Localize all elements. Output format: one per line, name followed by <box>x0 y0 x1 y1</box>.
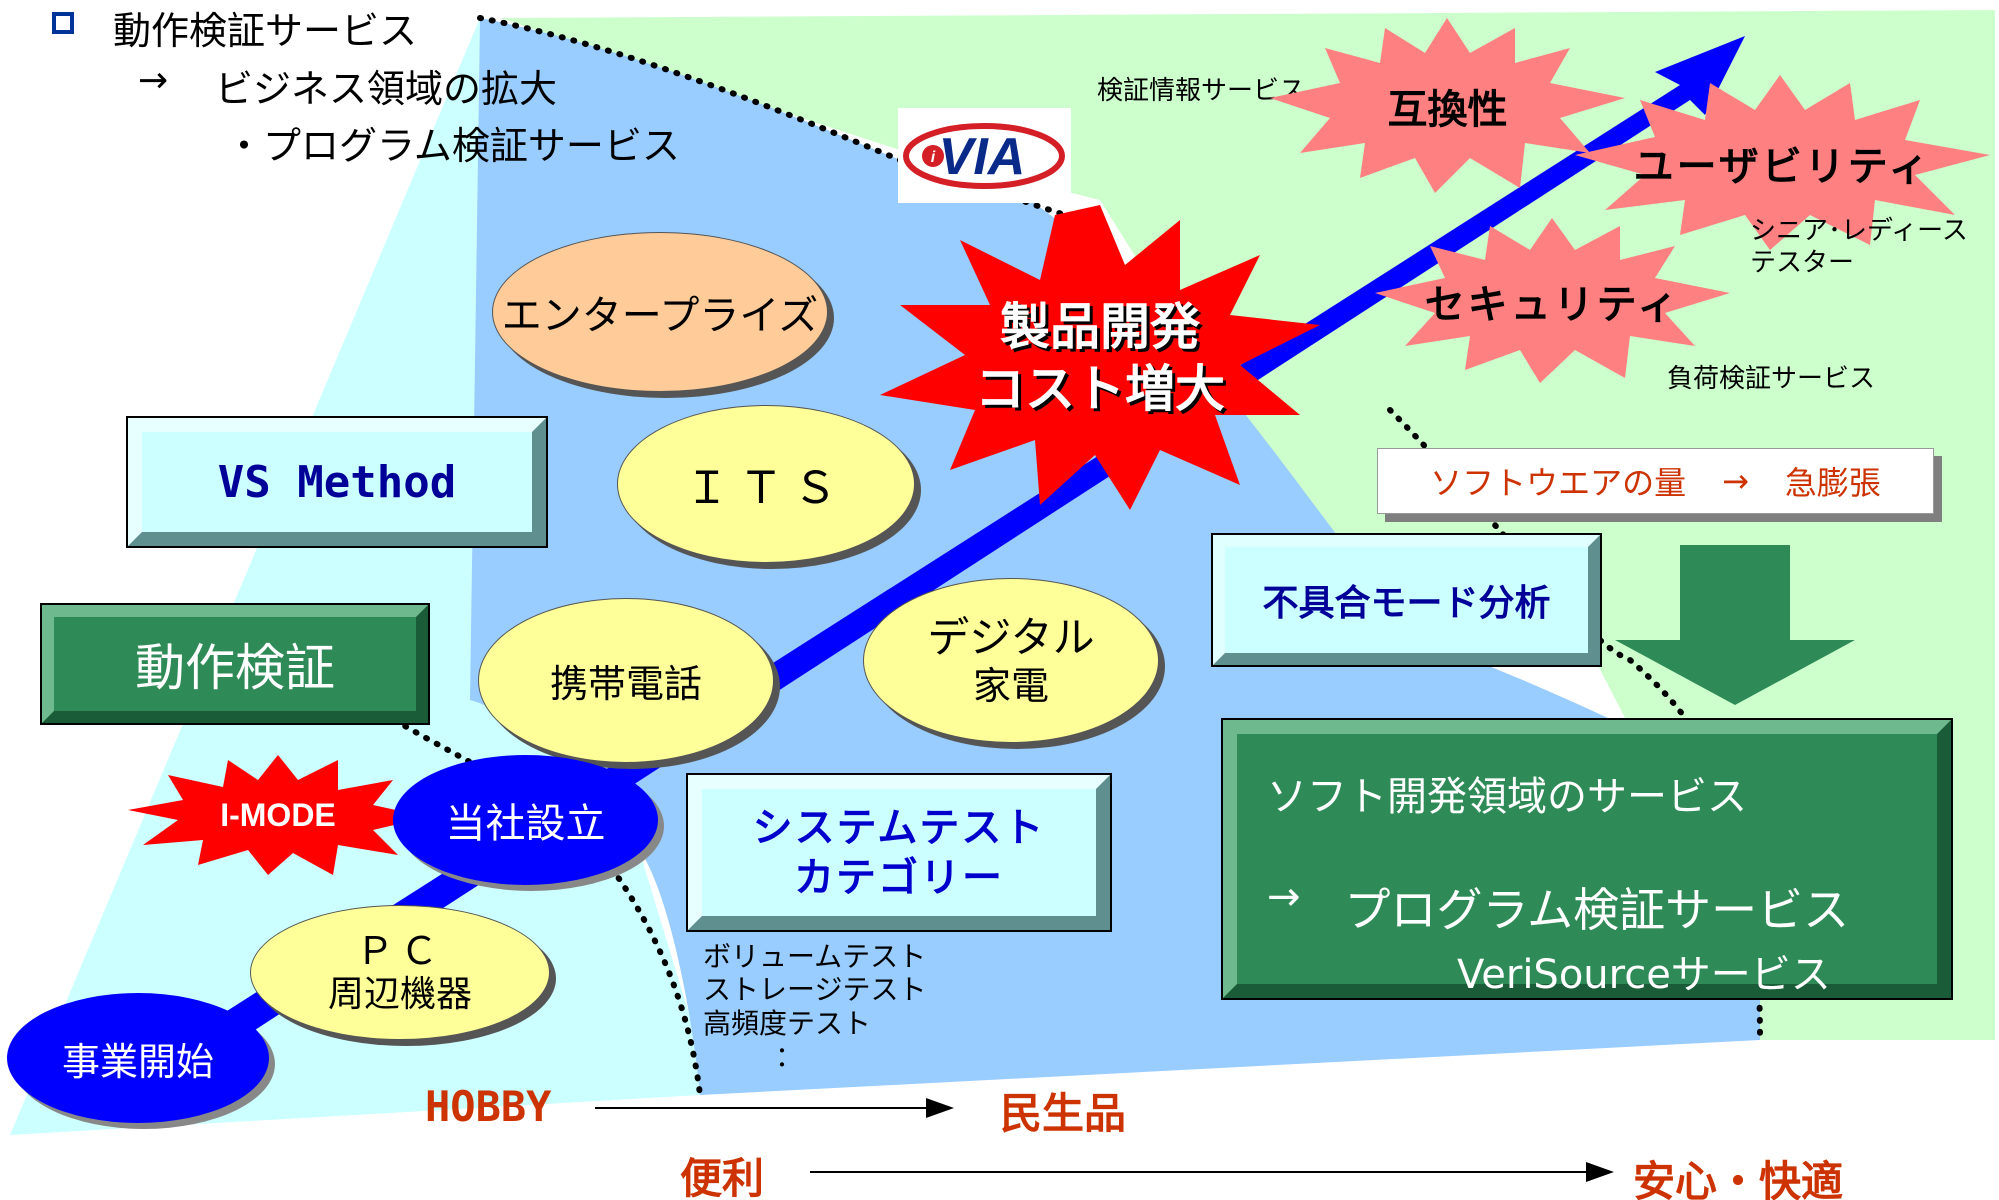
hobby-label: HOBBY <box>425 1082 552 1131</box>
its-label: ＩＴＳ <box>685 463 847 514</box>
service-line2: プログラム検証サービス <box>1344 883 1850 937</box>
digital-ellipse: デジタル 家電 <box>863 578 1159 743</box>
load-test-label: 負荷検証サービス <box>1667 364 1876 394</box>
software-volume-box: ソフトウエアの量 → 急膨張 <box>1377 448 1934 514</box>
service-box: ソフト開発領域のサービス → プログラム検証サービス VeriSourceサービ… <box>1221 718 1953 1000</box>
usability-label: ユーザビリティ <box>1633 143 1932 190</box>
security-label: セキュリティ <box>1424 281 1681 328</box>
its-ellipse: ＩＴＳ <box>617 405 915 563</box>
cost-star: 製品開発 コスト増大 <box>880 205 1320 510</box>
enterprise-label: エンタープライズ <box>501 293 819 339</box>
system-test-line1: システムテスト <box>752 804 1046 851</box>
vs-method-box: VS Method <box>126 416 548 548</box>
dousa-kensho-label: 動作検証 <box>135 639 335 697</box>
bullet-square-icon <box>52 12 74 34</box>
imode-star: I-MODE <box>128 755 428 875</box>
digital-label-1: デジタル <box>927 612 1095 662</box>
pc-label-1: ＰＣ <box>355 928 444 973</box>
system-test-box: システムテスト カテゴリー <box>686 773 1112 932</box>
usability-star: ユーザビリティ <box>1575 75 1990 250</box>
founding-label: 当社設立 <box>445 801 606 847</box>
service-line1: ソフト開発領域のサービス <box>1267 774 1747 820</box>
header-line3: ・プログラム検証サービス <box>225 124 680 168</box>
software-volume-left: ソフトウエアの量 <box>1430 464 1687 502</box>
test-item-volume: ボリュームテスト <box>703 940 927 973</box>
consumer-label: 民生品 <box>1000 1089 1127 1138</box>
svg-text:VIA: VIA <box>939 128 1026 186</box>
mobile-ellipse: 携帯電話 <box>478 598 774 763</box>
header-title: 動作検証サービス <box>113 9 418 53</box>
service-arrow: → <box>1267 874 1301 920</box>
dotted-boundary-left <box>392 717 703 1098</box>
imode-label: I-MODE <box>220 796 336 833</box>
vs-method-label: VS Method <box>217 456 457 508</box>
defect-analysis-box: 不具合モード分析 <box>1211 533 1602 667</box>
system-test-line2: カテゴリー <box>794 854 1004 901</box>
defect-analysis-label: 不具合モード分析 <box>1262 583 1551 624</box>
digital-label-2: 家電 <box>972 663 1049 708</box>
test-item-frequency: 高頻度テスト <box>703 1007 872 1040</box>
verify-info-label: 検証情報サービス <box>1097 76 1306 106</box>
service-line3: VeriSourceサービス <box>1457 952 1831 998</box>
convenience-label: 便利 <box>680 1154 765 1200</box>
dotted-boundary-top <box>477 15 1113 233</box>
software-volume-right: 急膨張 <box>1784 464 1881 502</box>
header-arrow: → <box>138 60 169 101</box>
start-label: 事業開始 <box>61 1039 214 1084</box>
founding-ellipse: 当社設立 <box>393 755 658 885</box>
down-arrow <box>1615 545 1855 705</box>
safety-label: 安心・快適 <box>1633 1157 1844 1200</box>
svg-text:i: i <box>931 149 936 166</box>
header-line2: ビジネス領域の拡大 <box>215 67 558 111</box>
cost-label-2: コスト増大 <box>975 359 1225 418</box>
test-item-more: ： <box>775 1040 804 1073</box>
usability-note-2: テスター <box>1750 248 1855 278</box>
compat-label: 互換性 <box>1387 86 1508 133</box>
mobile-label: 携帯電話 <box>549 662 702 706</box>
cost-label-1: 製品開発 <box>1000 297 1200 356</box>
test-item-storage: ストレージテスト <box>703 973 927 1006</box>
software-volume-arrow: → <box>1722 462 1749 500</box>
pc-ellipse: ＰＣ 周辺機器 <box>250 905 550 1040</box>
pc-label-2: 周辺機器 <box>327 973 472 1015</box>
ivia-logo: VIA i <box>898 108 1071 203</box>
compat-star: 互換性 <box>1270 18 1625 193</box>
usability-note-1: シニア･レディース <box>1750 216 1968 246</box>
security-star: セキュリティ <box>1375 218 1730 383</box>
dousa-kensho-box: 動作検証 <box>40 603 430 725</box>
enterprise-ellipse: エンタープライズ <box>492 232 828 392</box>
start-ellipse: 事業開始 <box>7 993 269 1123</box>
